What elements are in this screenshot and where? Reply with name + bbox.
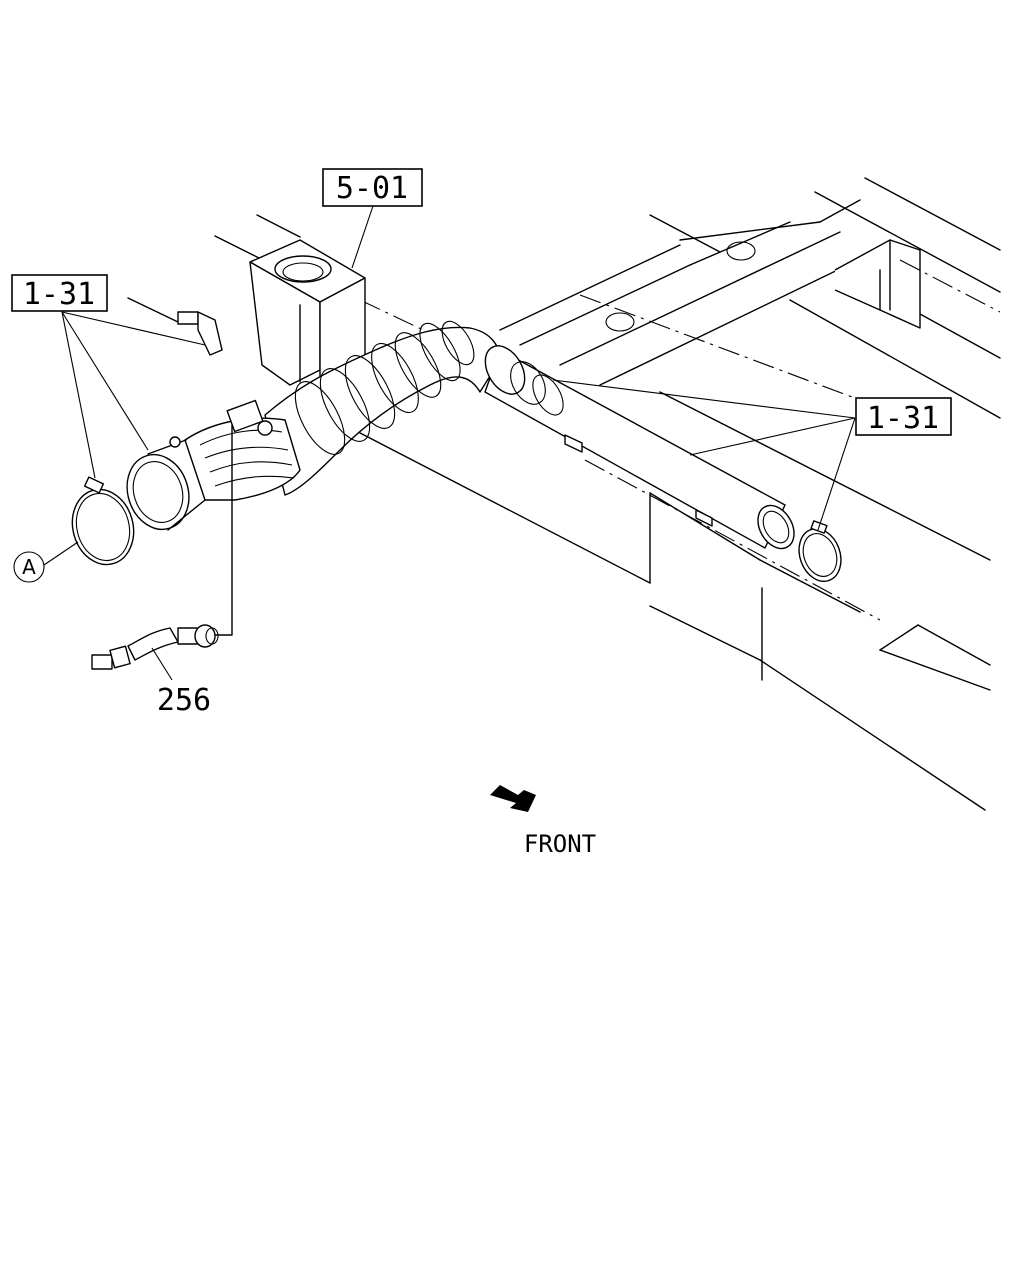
chassis-frame [127, 177, 1001, 811]
callout-1-31-right-text: 1-31 [867, 401, 939, 436]
air-cleaner-housing [249, 239, 366, 386]
callout-1-31-left-text: 1-31 [23, 277, 95, 312]
hose-clamp-right [798, 520, 842, 582]
hose-clamp-screw [177, 311, 223, 356]
part-256-text: 256 [157, 683, 211, 718]
front-arrow-icon [490, 785, 536, 812]
part-number-256[interactable]: 256 [157, 683, 211, 718]
view-a-text: A [22, 555, 36, 579]
callout-1-31-right[interactable]: 1-31 [855, 397, 952, 436]
intake-duct-hose [126, 320, 501, 531]
front-direction: FRONT [490, 785, 596, 858]
callout-1-31-left[interactable]: 1-31 [11, 274, 108, 312]
view-a-marker[interactable]: A [13, 551, 45, 583]
front-label: FRONT [524, 830, 596, 858]
callout-5-01-text: 5-01 [336, 171, 408, 206]
callout-5-01[interactable]: 5-01 [322, 168, 423, 207]
hose-clamp-left [71, 476, 135, 566]
intake-pipe [484, 345, 795, 550]
leader-lines [43, 205, 856, 681]
sensor-harness [91, 424, 233, 670]
